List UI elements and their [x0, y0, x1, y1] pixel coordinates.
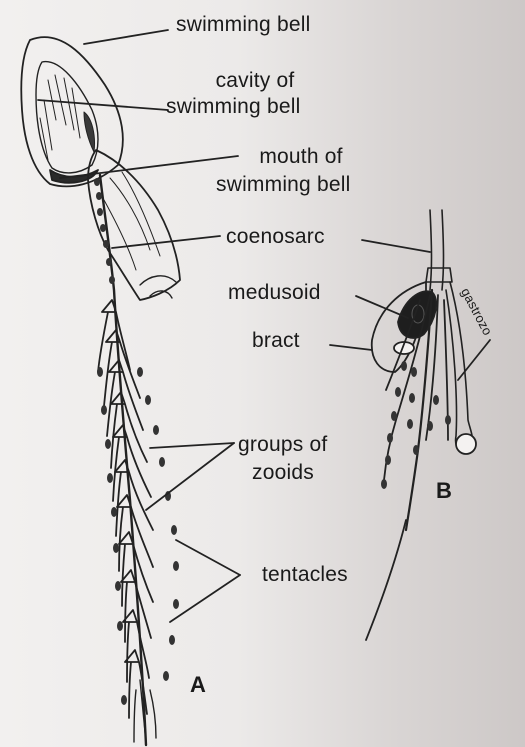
specimen-b-drawing	[366, 210, 476, 640]
leader-tentacles-2	[170, 575, 240, 622]
label-zooids: zooids	[252, 462, 314, 484]
label-cavity-swimming-bell: swimming bell	[166, 96, 300, 118]
label-mouth-of: mouth of	[216, 146, 386, 168]
label-mouth-swimming-bell: swimming bell	[216, 174, 350, 196]
label-panel-b: B	[436, 480, 452, 502]
specimen-b-stem	[430, 210, 444, 290]
label-cavity-of: cavity of	[166, 70, 344, 92]
leader-groups-2	[146, 443, 234, 510]
label-swimming-bell: swimming bell	[176, 14, 310, 36]
label-tentacles: tentacles	[262, 564, 348, 586]
label-groups-of: groups of	[238, 434, 327, 456]
label-coenosarc: coenosarc	[226, 226, 325, 248]
leader-cavity	[38, 100, 168, 110]
label-bract: bract	[252, 330, 300, 352]
leader-tentacles-1	[176, 540, 240, 575]
specimen-a-drawing	[21, 37, 180, 745]
leader-mouth	[60, 156, 238, 178]
leader-swimming-bell	[84, 30, 168, 44]
leader-bract	[330, 345, 372, 350]
label-medusoid: medusoid	[228, 282, 321, 304]
leader-coenosarc-b	[362, 240, 430, 252]
leader-coenosarc	[112, 236, 220, 248]
label-panel-a: A	[190, 674, 206, 696]
zooid-groups	[98, 300, 153, 718]
leader-groups-1	[150, 443, 234, 448]
